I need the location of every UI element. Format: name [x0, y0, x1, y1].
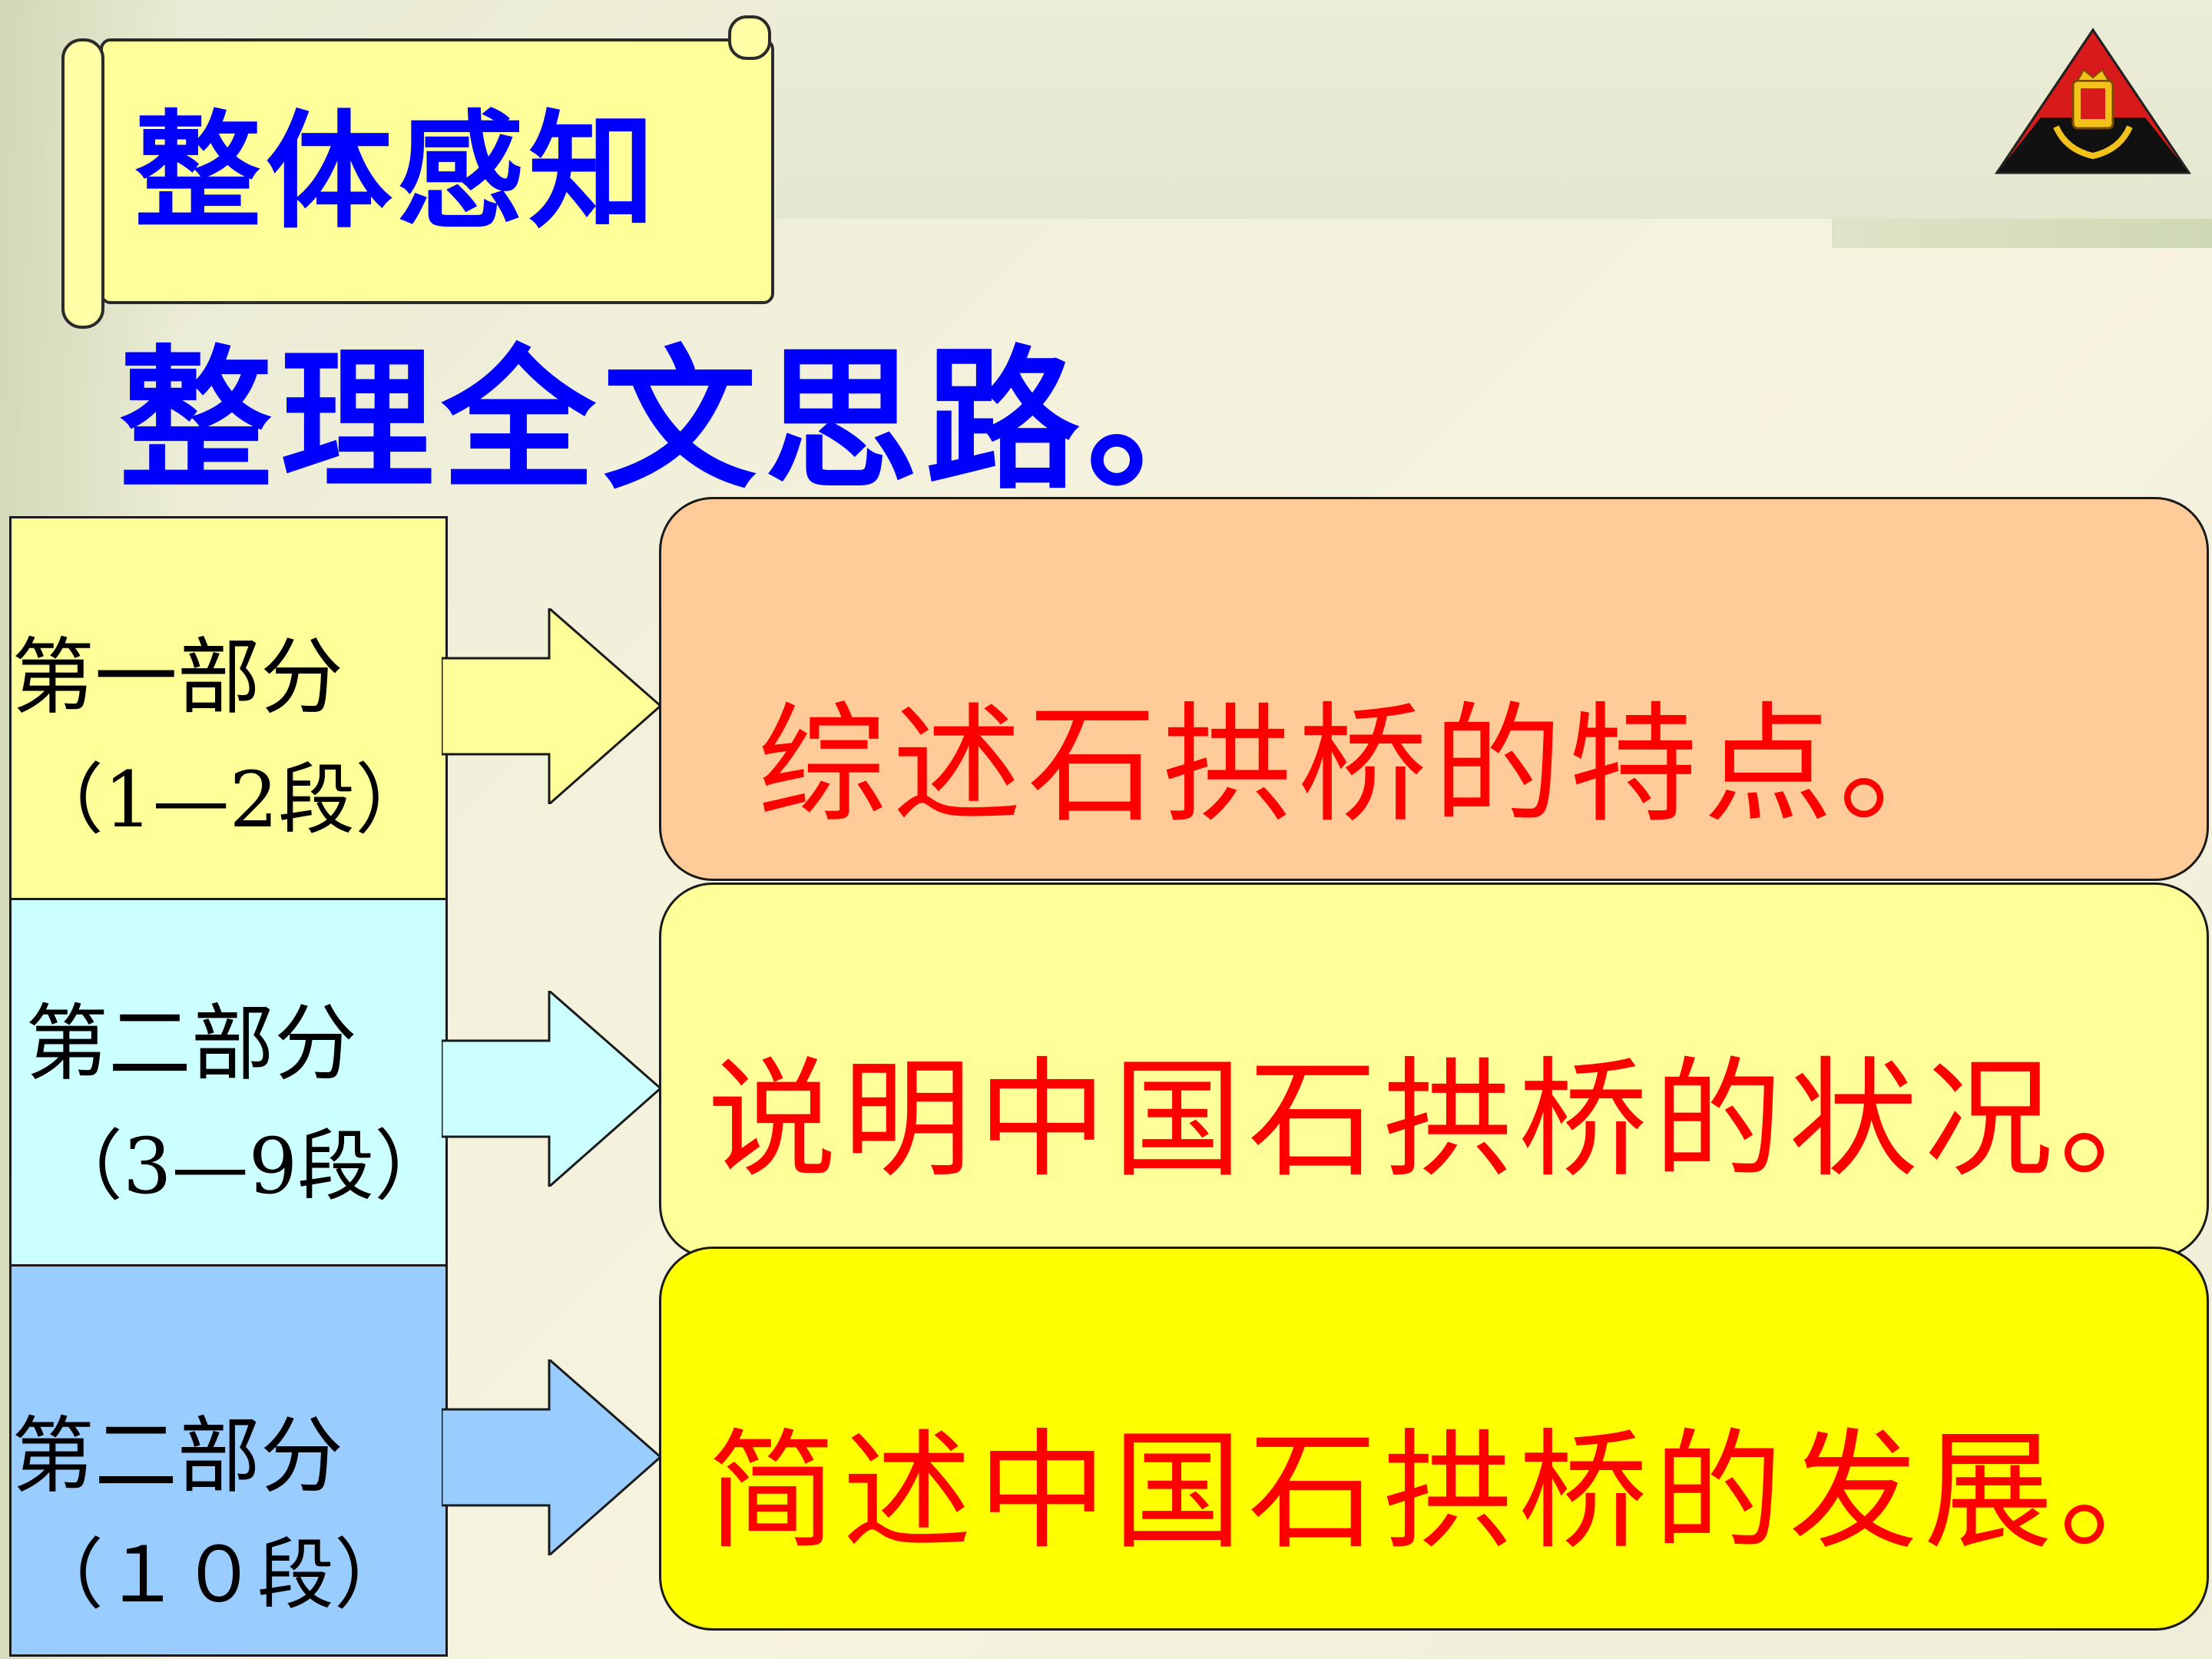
part-two-range: （3—9段）: [46, 1121, 452, 1211]
part-three-arrow-icon: [442, 1359, 663, 1555]
part-one-label-box: 第一部分 （1—2段）: [9, 516, 448, 905]
part-two-summary: 说明中国石拱桥的状况。: [707, 1045, 2194, 1195]
part-one-label: 第一部分: [12, 630, 344, 726]
part-two-label: 第二部分: [25, 996, 358, 1092]
part-two-label-box: 第二部分 （3—9段）: [9, 898, 452, 1271]
scroll-curl-top: [728, 15, 771, 60]
part-two-summary-box: 说明中国石拱桥的状况。: [659, 882, 2209, 1259]
part-one-summary-box: 综述石拱桥的特点。: [659, 497, 2209, 881]
background-header-band: [776, 0, 2212, 219]
part-three-summary-box: 简述中国石拱桥的发展。: [659, 1247, 2209, 1631]
crest-triangle-logo-icon: [1995, 28, 2191, 174]
title-scroll-banner: 整体感知: [61, 15, 776, 329]
part-three-summary: 简述中国石拱桥的发展。: [707, 1416, 2194, 1567]
slide-subheading: 整理全文思路。: [119, 332, 1249, 511]
part-one-range: （1—2段）: [27, 755, 432, 845]
part-two-arrow-icon: [442, 991, 663, 1187]
part-three-label: 第二部分: [12, 1409, 344, 1505]
part-three-range: （１０段）: [27, 1530, 411, 1620]
part-one-summary: 综述石拱桥的特点。: [757, 690, 1974, 840]
slide-title: 整体感知: [134, 98, 660, 246]
background-accent-line: [1832, 219, 2212, 248]
part-one-arrow-icon: [442, 608, 663, 804]
scroll-curl-left: [61, 38, 104, 329]
part-three-label-box: 第二部分 （１０段）: [9, 1264, 448, 1657]
